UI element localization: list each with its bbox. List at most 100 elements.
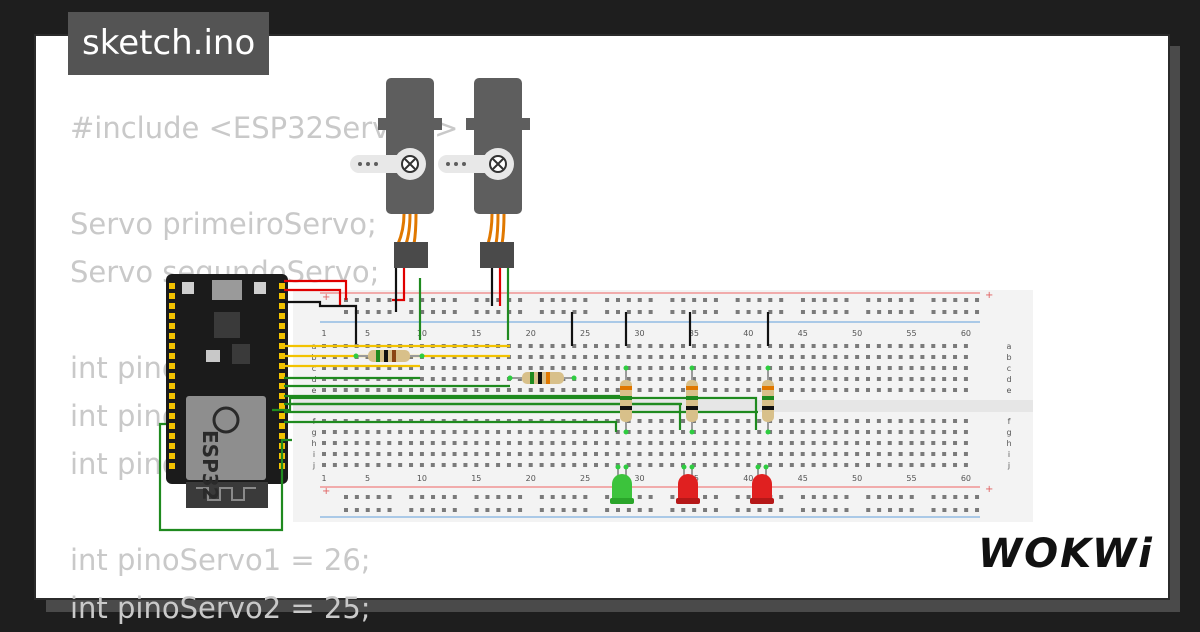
- breadboard-hole[interactable]: [844, 508, 849, 512]
- breadboard-hole[interactable]: [604, 388, 609, 392]
- breadboard-hole[interactable]: [822, 377, 827, 381]
- breadboard-hole[interactable]: [702, 377, 707, 381]
- breadboard-hole[interactable]: [615, 419, 620, 423]
- breadboard-hole[interactable]: [431, 298, 436, 302]
- esp32-pin-left[interactable]: [169, 453, 175, 459]
- breadboard-hole[interactable]: [713, 310, 718, 314]
- breadboard-hole[interactable]: [789, 452, 794, 456]
- breadboard-hole[interactable]: [398, 452, 403, 456]
- breadboard-hole[interactable]: [518, 298, 523, 302]
- breadboard-hole[interactable]: [441, 430, 446, 434]
- breadboard-hole[interactable]: [757, 377, 762, 381]
- breadboard-hole[interactable]: [452, 430, 457, 434]
- breadboard-hole[interactable]: [855, 419, 860, 423]
- breadboard-hole[interactable]: [376, 508, 381, 512]
- enable-button[interactable]: [254, 282, 266, 294]
- breadboard-hole[interactable]: [419, 388, 424, 392]
- breadboard-hole[interactable]: [583, 463, 588, 467]
- breadboard-hole[interactable]: [768, 508, 773, 512]
- breadboard-hole[interactable]: [789, 388, 794, 392]
- breadboard-hole[interactable]: [572, 388, 577, 392]
- breadboard-hole[interactable]: [800, 298, 805, 302]
- breadboard-hole[interactable]: [648, 419, 653, 423]
- breadboard-hole[interactable]: [452, 366, 457, 370]
- breadboard-hole[interactable]: [779, 298, 784, 302]
- breadboard-hole[interactable]: [920, 441, 925, 445]
- breadboard-hole[interactable]: [887, 366, 892, 370]
- breadboard-hole[interactable]: [953, 430, 958, 434]
- breadboard-hole[interactable]: [637, 366, 642, 370]
- breadboard-hole[interactable]: [659, 366, 664, 370]
- breadboard-hole[interactable]: [866, 344, 870, 348]
- breadboard-hole[interactable]: [354, 463, 359, 467]
- breadboard-hole[interactable]: [398, 366, 403, 370]
- breadboard-hole[interactable]: [746, 463, 751, 467]
- breadboard-hole[interactable]: [496, 298, 501, 302]
- breadboard-hole[interactable]: [539, 441, 544, 445]
- breadboard-hole[interactable]: [583, 508, 588, 512]
- breadboard-hole[interactable]: [322, 388, 326, 392]
- breadboard-hole[interactable]: [539, 452, 544, 456]
- breadboard-hole[interactable]: [561, 310, 566, 314]
- breadboard-hole[interactable]: [866, 430, 870, 434]
- breadboard-hole[interactable]: [713, 441, 718, 445]
- breadboard-hole[interactable]: [724, 419, 729, 423]
- esp32-pin-left[interactable]: [169, 393, 175, 399]
- breadboard-hole[interactable]: [626, 310, 631, 314]
- breadboard-hole[interactable]: [387, 310, 392, 314]
- breadboard-hole[interactable]: [474, 430, 479, 434]
- esp32-pin-right[interactable]: [279, 323, 285, 329]
- breadboard-hole[interactable]: [670, 452, 675, 456]
- breadboard-hole[interactable]: [713, 430, 718, 434]
- esp32-pin-right[interactable]: [279, 343, 285, 349]
- breadboard-hole[interactable]: [735, 310, 740, 314]
- breadboard-hole[interactable]: [430, 388, 435, 392]
- breadboard-hole[interactable]: [844, 495, 849, 499]
- breadboard-hole[interactable]: [409, 495, 414, 499]
- esp32-pin-left[interactable]: [169, 303, 175, 309]
- breadboard-hole[interactable]: [800, 355, 805, 359]
- breadboard-hole[interactable]: [681, 377, 686, 381]
- breadboard-hole[interactable]: [931, 463, 936, 467]
- breadboard-hole[interactable]: [691, 377, 696, 381]
- breadboard-hole[interactable]: [561, 463, 566, 467]
- breadboard-hole[interactable]: [474, 508, 479, 512]
- breadboard-hole[interactable]: [550, 508, 555, 512]
- breadboard-hole[interactable]: [463, 377, 468, 381]
- breadboard-hole[interactable]: [866, 463, 870, 467]
- breadboard-hole[interactable]: [343, 366, 348, 370]
- breadboard-hole[interactable]: [572, 344, 577, 348]
- breadboard-hole[interactable]: [517, 463, 522, 467]
- breadboard-hole[interactable]: [942, 344, 947, 348]
- breadboard-hole[interactable]: [735, 452, 740, 456]
- breadboard-hole[interactable]: [496, 441, 501, 445]
- breadboard-hole[interactable]: [626, 298, 631, 302]
- breadboard-hole[interactable]: [550, 441, 555, 445]
- breadboard-hole[interactable]: [963, 355, 968, 359]
- breadboard-hole[interactable]: [354, 298, 359, 302]
- breadboard-hole[interactable]: [409, 441, 414, 445]
- breadboard-hole[interactable]: [463, 430, 468, 434]
- breadboard-hole[interactable]: [963, 344, 968, 348]
- breadboard-hole[interactable]: [518, 495, 523, 499]
- breadboard-hole[interactable]: [898, 430, 903, 434]
- esp32-pin-left[interactable]: [169, 353, 175, 359]
- breadboard-hole[interactable]: [953, 463, 958, 467]
- breadboard-hole[interactable]: [485, 452, 490, 456]
- breadboard-hole[interactable]: [844, 355, 849, 359]
- servo-motor-1[interactable]: [350, 78, 442, 268]
- breadboard-hole[interactable]: [833, 355, 838, 359]
- breadboard-hole[interactable]: [496, 366, 501, 370]
- breadboard-hole[interactable]: [844, 377, 849, 381]
- breadboard-hole[interactable]: [670, 441, 675, 445]
- breadboard-hole[interactable]: [800, 495, 805, 499]
- breadboard-hole[interactable]: [387, 366, 392, 370]
- breadboard-hole[interactable]: [616, 298, 620, 302]
- breadboard-hole[interactable]: [605, 310, 610, 314]
- breadboard-hole[interactable]: [702, 355, 707, 359]
- breadboard-hole[interactable]: [866, 310, 871, 314]
- breadboard-hole[interactable]: [724, 377, 729, 381]
- breadboard-hole[interactable]: [496, 388, 501, 392]
- breadboard-hole[interactable]: [474, 377, 479, 381]
- breadboard-hole[interactable]: [691, 344, 696, 348]
